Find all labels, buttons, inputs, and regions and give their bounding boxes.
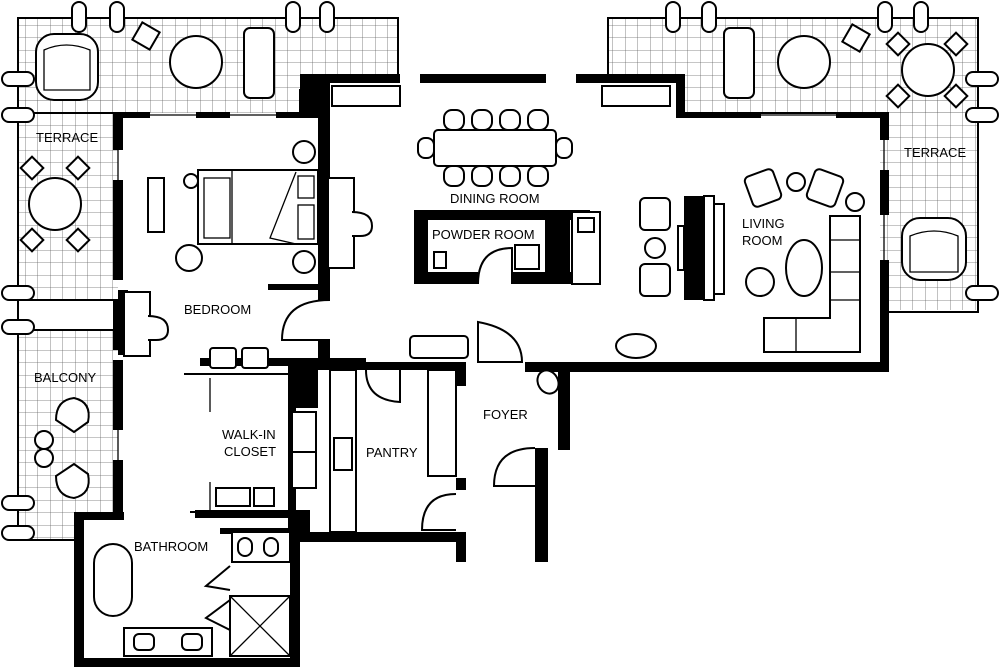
living-furniture <box>615 168 865 359</box>
label-living: LIVING <box>742 216 785 231</box>
lounge-chair <box>35 33 99 101</box>
dining-table <box>433 129 557 167</box>
powder-room-door[interactable] <box>477 246 513 285</box>
balcony-chairs <box>34 396 90 500</box>
label-bathroom: BATHROOM <box>134 539 208 554</box>
side-table-right <box>840 22 872 54</box>
nightstand <box>183 173 199 189</box>
side-table <box>130 20 162 52</box>
media-unit <box>684 196 704 300</box>
walls <box>74 74 889 667</box>
balcony-floor <box>18 330 118 540</box>
foyer-fixtures <box>409 320 560 487</box>
armchair <box>639 197 671 231</box>
label-terrace-left: TERRACE <box>36 130 98 145</box>
pantry-fixtures <box>329 369 457 533</box>
room-labels: TERRACE TERRACE BEDROOM BALCONY WALK-IN … <box>34 130 966 554</box>
tv-console <box>147 177 165 233</box>
label-pantry: PANTRY <box>366 445 418 460</box>
label-powder-room: POWDER ROOM <box>432 227 535 242</box>
pantry-lower-door[interactable] <box>420 493 457 531</box>
lounge-chair-right <box>901 217 967 281</box>
windows <box>117 85 885 460</box>
l-sofa <box>763 215 861 353</box>
label-balcony: BALCONY <box>34 370 96 385</box>
desk-left <box>123 291 151 357</box>
sofa <box>243 27 275 99</box>
pantry-door[interactable] <box>365 369 401 404</box>
label-terrace-right: TERRACE <box>904 145 966 160</box>
sofa-right <box>723 27 755 99</box>
desk <box>327 177 355 269</box>
bedroom-door[interactable] <box>280 299 331 341</box>
terrace-furniture <box>19 20 969 500</box>
bathtub <box>93 543 133 617</box>
label-dining-room: DINING ROOM <box>450 191 540 206</box>
dining-set-left <box>19 155 91 253</box>
railing-posts <box>1 1 999 541</box>
label-room: ROOM <box>742 233 782 248</box>
label-walkin: WALK-IN <box>222 427 276 442</box>
coffee-table <box>785 239 823 297</box>
powder-room <box>414 210 601 285</box>
closet-furniture <box>184 347 317 513</box>
label-closet: CLOSET <box>224 444 276 459</box>
label-foyer: FOYER <box>483 407 528 422</box>
label-bedroom: BEDROOM <box>184 302 251 317</box>
dining-furniture <box>417 109 573 187</box>
round-table-right <box>777 35 831 89</box>
bedroom-furniture <box>123 140 374 357</box>
bathroom-fixtures <box>93 531 291 657</box>
dining-set-right <box>885 31 969 109</box>
bed <box>197 169 319 245</box>
dining-chairs <box>417 109 573 187</box>
round-table <box>169 35 223 89</box>
entry-door[interactable] <box>477 320 524 363</box>
foyer-door[interactable] <box>492 447 536 487</box>
